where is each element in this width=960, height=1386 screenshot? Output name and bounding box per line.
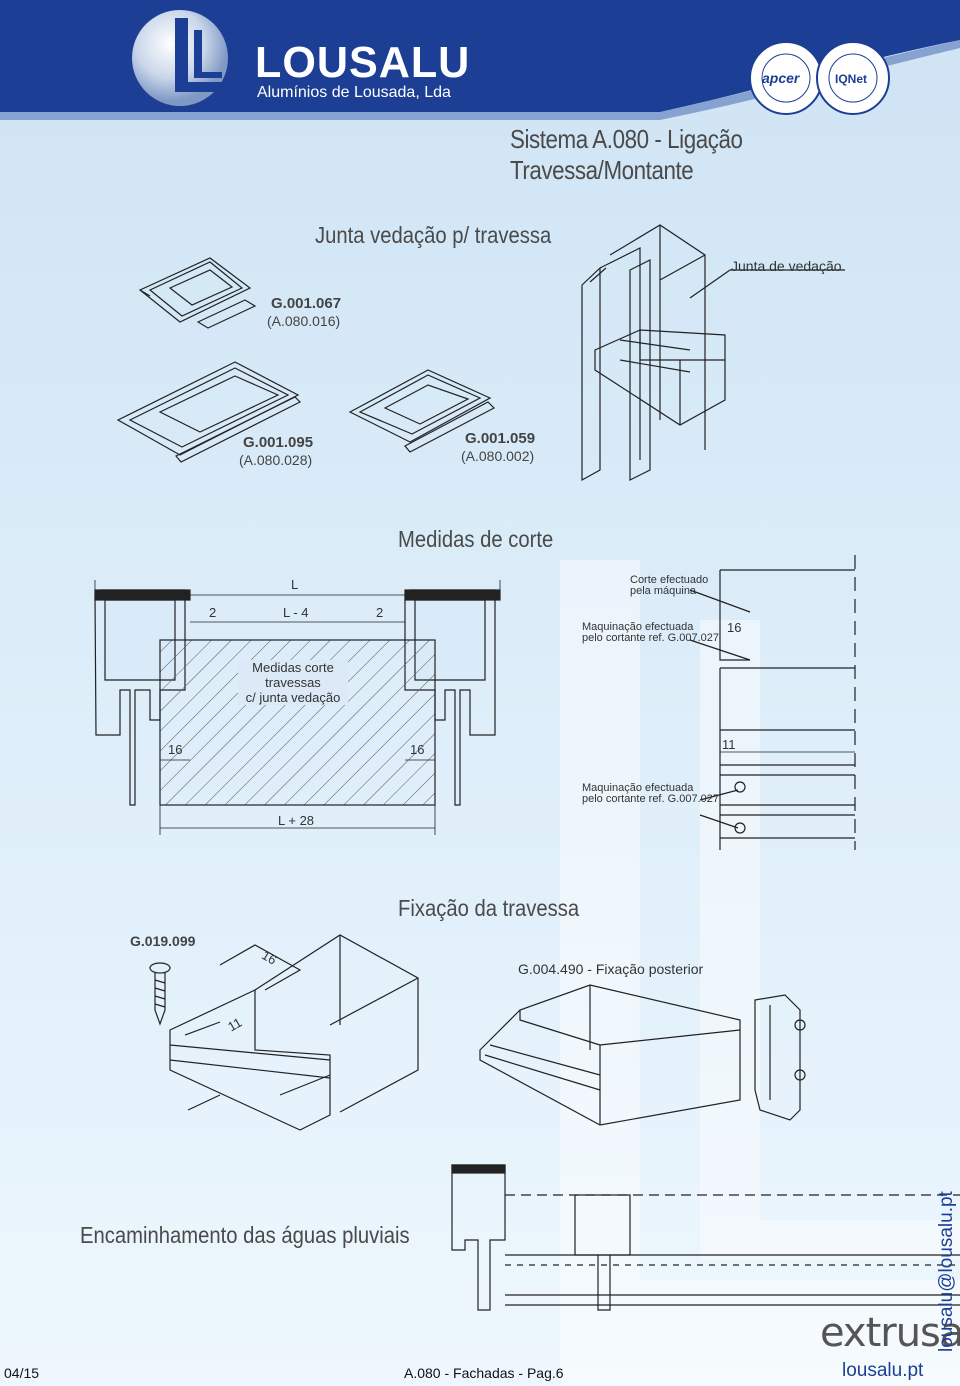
note-line: pela máquina bbox=[630, 585, 697, 597]
dim-L-minus-4: L - 4 bbox=[283, 605, 309, 620]
dim-L-plus-28: L + 28 bbox=[278, 813, 315, 828]
extrusal-logo: extrusal bbox=[820, 1310, 960, 1356]
section-medidas-title: Medidas de corte bbox=[398, 526, 554, 552]
brand-tagline: Alumínios de Lousada, Lda bbox=[257, 84, 451, 101]
posterior-fixing-drawing bbox=[479, 984, 806, 1126]
part-ref: (A.080.002) bbox=[461, 448, 535, 464]
note-line: pelo cortante ref. G.007.027 bbox=[582, 793, 719, 805]
transom-fixing-drawing bbox=[169, 934, 419, 1131]
gasket-095-drawing bbox=[116, 361, 302, 463]
note-maquinacao-1: Maquinação efectuada pelo cortante ref. … bbox=[582, 622, 719, 644]
part-ref: (A.080.028) bbox=[239, 452, 313, 468]
note-maquinacao-2: Maquinação efectuada pelo cortante ref. … bbox=[582, 783, 719, 805]
dim-16-side: 16 bbox=[727, 620, 742, 635]
watermark-logo bbox=[560, 560, 960, 1386]
footer-date: 04/15 bbox=[4, 1365, 40, 1381]
section-aguas-title: Encaminhamento das águas pluviais bbox=[80, 1222, 410, 1248]
part-ref: (A.080.016) bbox=[267, 313, 341, 329]
hatch-label-line: Medidas corte bbox=[252, 660, 334, 675]
note-line: Corte efectuado bbox=[630, 574, 709, 586]
section-fixacao-title: Fixação da travessa bbox=[398, 895, 580, 921]
page-title: Sistema A.080 - Ligação Travessa/Montant… bbox=[510, 124, 743, 185]
footer-page-ref: A.080 - Fachadas - Pag.6 bbox=[404, 1365, 564, 1381]
hatch-label-line: travessas bbox=[265, 675, 321, 690]
dim-2-left: 2 bbox=[209, 605, 217, 620]
dim-16-right: 16 bbox=[410, 742, 425, 757]
note-line: Maquinação efectuada bbox=[582, 782, 694, 794]
section-junta-title: Junta vedação p/ travessa bbox=[315, 222, 552, 248]
note-line: pelo cortante ref. G.007.027 bbox=[582, 632, 719, 644]
footer-website[interactable]: lousalu.pt bbox=[842, 1360, 924, 1381]
cut-detail-drawing bbox=[689, 555, 856, 850]
note-corte: Corte efectuado pela máquina bbox=[630, 575, 708, 597]
drainage-drawing bbox=[451, 1164, 960, 1311]
header-band bbox=[0, 0, 960, 120]
dim-16-left: 16 bbox=[168, 742, 183, 757]
posterior-label: G.004.490 - Fixação posterior bbox=[518, 961, 704, 977]
cert-iqnet-label: IQNet bbox=[835, 72, 868, 86]
dim-11-side: 11 bbox=[722, 737, 736, 752]
dimension-lines bbox=[94, 580, 501, 835]
hatch-label: Medidas corte travessas c/ junta vedação bbox=[238, 660, 348, 705]
part-code: G.001.059 bbox=[465, 430, 536, 447]
part-code: G.001.095 bbox=[243, 434, 314, 451]
screw-code: G.019.099 bbox=[130, 933, 196, 949]
footer-email[interactable]: lousalu@lousalu.pt bbox=[936, 1191, 957, 1352]
cert-apcer-label: apcer bbox=[762, 70, 800, 86]
note-line: Maquinação efectuada bbox=[582, 621, 694, 633]
dim-2-right: 2 bbox=[376, 605, 384, 620]
brand-sphere-icon bbox=[132, 10, 228, 106]
screw-drawing bbox=[149, 962, 221, 1111]
hatch-label-line: c/ junta vedação bbox=[245, 690, 341, 705]
dim-L: L bbox=[291, 577, 299, 592]
gasket-059-drawing bbox=[348, 369, 496, 453]
mullion-isometric-drawing bbox=[581, 224, 845, 482]
gasket-067-drawing bbox=[138, 257, 257, 329]
cert-seals-icon bbox=[749, 41, 890, 115]
brand-name: LOUSALU bbox=[255, 38, 471, 87]
part-code: G.001.067 bbox=[271, 295, 342, 312]
junta-callout: Junta de vedação bbox=[731, 258, 842, 274]
